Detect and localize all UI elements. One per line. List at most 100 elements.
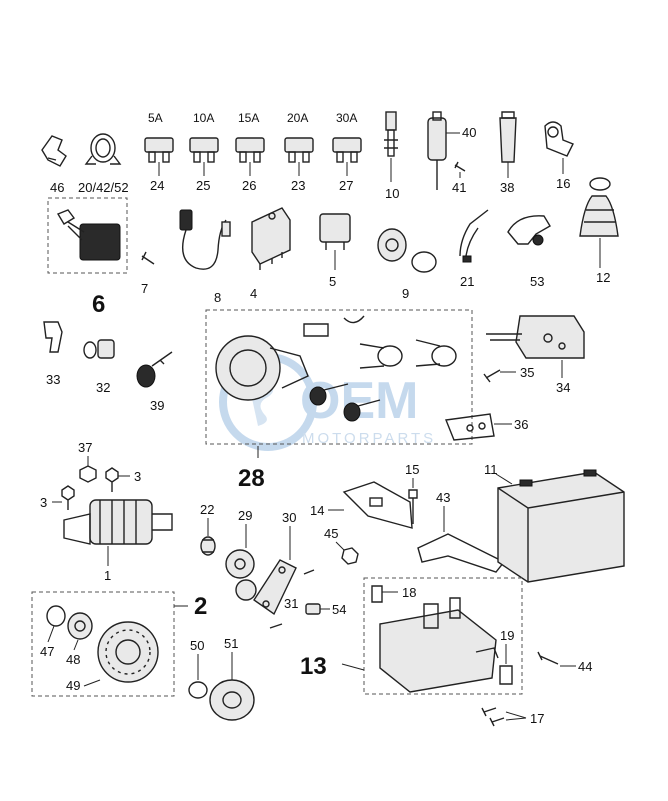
part-11-battery	[497, 469, 625, 583]
part-20-clamp	[84, 133, 122, 165]
callout-27: 27	[339, 178, 353, 193]
callout-40: 40	[462, 125, 476, 140]
callout-20-42-52: 20/42/52	[78, 180, 129, 195]
part-2-starter-clutch	[46, 605, 159, 683]
callout-15: 15	[405, 462, 419, 477]
callout-41: 41	[452, 180, 466, 195]
fuse-20a: 20A	[284, 111, 314, 163]
part-4-relay	[251, 207, 291, 270]
callout-3-b: 3	[40, 495, 47, 510]
part-45-nut	[341, 547, 359, 565]
part-34-actuator	[486, 315, 585, 359]
part-33-clip	[43, 321, 63, 353]
callout-36: 36	[514, 417, 528, 432]
group-28-box	[205, 309, 473, 445]
part-1-starter-motor	[63, 499, 173, 545]
callout-14: 14	[310, 503, 324, 518]
part-15-bolt	[408, 489, 418, 524]
callout-35: 35	[520, 365, 534, 380]
callout-17: 17	[530, 711, 544, 726]
callout-6: 6	[92, 291, 105, 318]
part-40-master-cylinder	[427, 111, 447, 190]
callout-3-a: 3	[134, 469, 141, 484]
callout-49: 49	[66, 678, 80, 693]
callout-18: 18	[402, 585, 416, 600]
part-8-sensor	[179, 209, 231, 270]
part-18-clip	[371, 585, 383, 603]
part-29-gear	[225, 549, 257, 601]
part-32-bulb	[83, 339, 115, 359]
callout-1: 1	[104, 568, 111, 583]
fuse-5a: 5A	[144, 111, 174, 163]
part-51-flywheel	[209, 679, 255, 721]
part-53-clamp	[507, 215, 551, 246]
group-2-box	[31, 591, 175, 697]
fuse-rating-20a: 20A	[287, 111, 308, 125]
part-5-relay	[319, 213, 351, 250]
callout-11: 11	[484, 462, 498, 477]
callout-50: 50	[190, 638, 204, 653]
part-39-key	[136, 351, 173, 388]
callout-33: 33	[46, 372, 60, 387]
callout-45: 45	[324, 526, 338, 541]
part-3-bolt-b	[61, 485, 75, 510]
callout-29: 29	[238, 508, 252, 523]
fuse-15a: 15A	[235, 111, 265, 163]
part-21-cable-tie	[459, 209, 489, 263]
part-31-screw	[269, 569, 315, 629]
callout-28: 28	[238, 465, 265, 492]
part-54-pin	[305, 603, 321, 615]
part-16-bracket	[544, 121, 574, 157]
callout-2: 2	[194, 593, 207, 620]
callout-30: 30	[282, 510, 296, 525]
part-44-bolt	[537, 651, 559, 665]
callout-47: 47	[40, 644, 54, 659]
part-28-lock-set	[215, 315, 457, 422]
callout-46: 46	[50, 180, 64, 195]
callout-4: 4	[250, 286, 257, 301]
part-6-regulator	[56, 209, 121, 261]
part-37-nut	[79, 465, 97, 483]
callout-51: 51	[224, 636, 238, 651]
callout-44: 44	[578, 659, 592, 674]
callout-9: 9	[402, 286, 409, 301]
callout-26: 26	[242, 178, 256, 193]
callout-24: 24	[150, 178, 164, 193]
callout-23: 23	[291, 178, 305, 193]
callout-39: 39	[150, 398, 164, 413]
part-30-plate	[253, 559, 297, 616]
fuse-rating-10a: 10A	[193, 111, 214, 125]
callout-8: 8	[214, 290, 221, 305]
part-7-screw	[141, 251, 155, 265]
callout-19: 19	[500, 628, 514, 643]
callout-22: 22	[200, 502, 214, 517]
part-13-battery-box	[379, 597, 499, 693]
fuse-rating-15a: 15A	[238, 111, 259, 125]
callout-13: 13	[300, 653, 327, 680]
part-10-brake-switch	[384, 111, 398, 157]
callout-31: 31	[284, 596, 298, 611]
part-14-bracket	[342, 481, 413, 529]
fuse-rating-30a: 30A	[336, 111, 357, 125]
fuse-10a: 10A	[189, 111, 219, 163]
part-12-boot	[579, 177, 619, 237]
callout-43: 43	[436, 490, 450, 505]
callout-32: 32	[96, 380, 110, 395]
callout-34: 34	[556, 380, 570, 395]
part-38-grip	[499, 111, 517, 163]
group-13-box	[363, 577, 523, 695]
part-41-screw	[454, 161, 466, 172]
callout-7: 7	[141, 281, 148, 296]
part-50-ring	[188, 681, 208, 699]
part-17-screws	[481, 707, 505, 727]
part-22-bearing	[200, 536, 216, 556]
callout-5: 5	[329, 274, 336, 289]
part-3-bolt-a	[105, 467, 119, 492]
part-36-bracket	[445, 413, 495, 441]
part-19-clip	[499, 665, 513, 685]
callout-10: 10	[385, 186, 399, 201]
part-9-ignition-lock	[377, 228, 437, 273]
callout-48: 48	[66, 652, 80, 667]
callout-38: 38	[500, 180, 514, 195]
